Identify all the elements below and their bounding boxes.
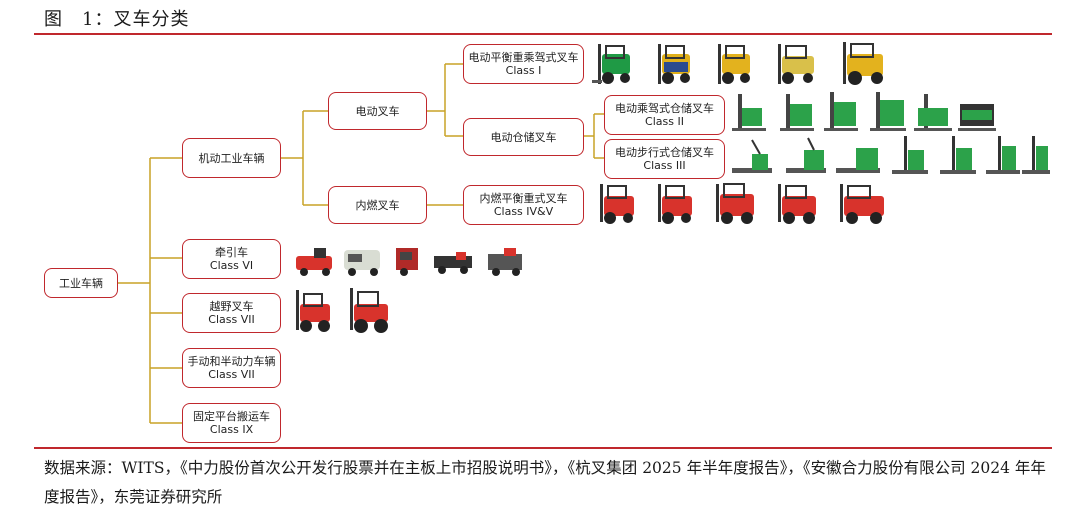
tow-tractor-thumbnail-4 [434,252,472,274]
class-3-forklift-images [732,136,1052,180]
rough-terrain-thumbnail-1 [296,290,330,332]
node-industrial-vehicles: 工业车辆 [44,268,118,298]
node-class-4-5: 内燃平衡重式叉车 Class IV&V [463,185,584,225]
tow-tractor-thumbnail-5 [488,248,522,276]
node-class: Class VI [210,259,253,272]
node-class: Class VII [208,313,254,326]
walkie-thumbnail-5 [940,136,976,174]
tow-tractor-thumbnail-3 [396,248,418,276]
node-class-3: 电动步行式仓储叉车 Class III [604,139,725,179]
node-label: 电动平衡重乘驾式叉车 [469,51,579,64]
node-electric-warehouse: 电动仓储叉车 [463,118,584,156]
ice-forklift-thumbnail-1 [600,184,634,224]
node-label: 牵引车 [215,246,248,259]
node-label: 越野叉车 [210,300,254,313]
node-class: Class VII [208,368,254,381]
node-class: Class II [645,115,684,128]
tow-tractor-thumbnail-1 [296,248,332,276]
forklift-thumbnail-green [592,44,630,84]
ice-forklift-thumbnail-4 [778,184,816,224]
rider-warehouse-thumbnail-6 [958,104,996,131]
node-class-7-rough: 越野叉车 Class VII [182,293,281,333]
rough-terrain-forklift-images [292,288,412,334]
node-ice: 内燃叉车 [328,186,427,224]
walkie-thumbnail-4 [892,136,928,174]
walkie-thumbnail-6 [986,136,1020,174]
node-class: Class I [506,64,542,77]
node-label: 电动仓储叉车 [491,131,557,144]
node-class-2: 电动乘驾式仓储叉车 Class II [604,95,725,135]
rider-warehouse-thumbnail-3 [824,92,858,131]
node-label: 机动工业车辆 [199,152,265,165]
node-class-9: 固定平台搬运车 Class IX [182,403,281,443]
bottom-rule [34,447,1052,449]
node-label: 手动和半动力车辆 [188,355,276,368]
node-label: 电动叉车 [356,105,400,118]
ice-forklift-thumbnail-2 [658,184,692,224]
node-class: Class IV&V [494,205,553,218]
forklift-thumbnail-yellow-large [843,42,883,85]
rider-warehouse-thumbnail-1 [732,94,766,131]
rider-warehouse-thumbnail-5 [914,94,952,131]
ice-forklift-thumbnail-3 [716,184,754,224]
node-motorized: 机动工业车辆 [182,138,281,178]
source-note: 数据来源：WITS，《中力股份首次公开发行股票并在主板上市招股说明书》，《杭叉集… [44,454,1054,512]
node-label: 电动步行式仓储叉车 [615,146,714,159]
rider-warehouse-thumbnail-2 [780,94,814,131]
walkie-thumbnail-2 [786,138,826,173]
node-label: 内燃平衡重式叉车 [480,192,568,205]
node-label: 固定平台搬运车 [193,410,270,423]
node-class-7-manual: 手动和半动力车辆 Class VII [182,348,281,388]
node-class: Class IX [210,423,253,436]
ice-forklift-thumbnail-5 [840,184,884,224]
class-4-5-forklift-images [596,182,896,226]
class-6-tow-tractor-images [294,244,526,278]
walkie-thumbnail-1 [732,140,772,173]
node-class-1: 电动平衡重乘驾式叉车 Class I [463,44,584,84]
forklift-thumbnail-yellow-grey [778,44,814,84]
class-1-forklift-images [592,40,897,88]
node-label: 内燃叉车 [356,199,400,212]
tow-tractor-thumbnail-2 [344,250,380,276]
node-class-6: 牵引车 Class VI [182,239,281,279]
rider-warehouse-thumbnail-4 [870,92,906,131]
walkie-thumbnail-3 [836,148,880,173]
walkie-thumbnail-7 [1022,136,1050,174]
node-electric: 电动叉车 [328,92,427,130]
rough-terrain-thumbnail-2 [350,288,388,333]
node-label: 工业车辆 [59,277,103,290]
forklift-thumbnail-yellow [718,44,750,84]
node-label: 电动乘驾式仓储叉车 [615,102,714,115]
node-class: Class III [643,159,685,172]
forklift-thumbnail-blue-yellow [658,44,690,84]
class-2-forklift-images [730,90,1000,134]
